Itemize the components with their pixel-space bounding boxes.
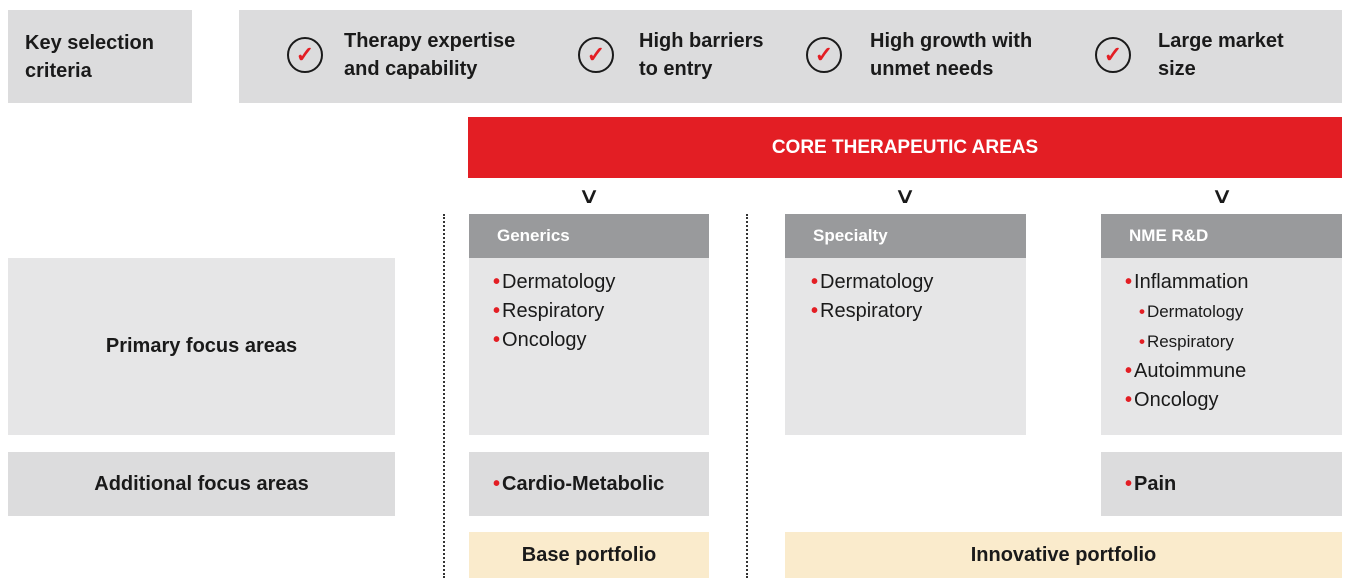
generics-list: •Dermatology •Respiratory •Oncology (493, 268, 709, 355)
criterion-1-line2: and capability (344, 58, 478, 80)
additional-focus-label-box: Additional focus areas (8, 452, 395, 516)
criterion-3: ✓ High growth with unmet needs (806, 27, 1032, 83)
chevron-down-icon: ∨ (893, 183, 917, 208)
key-criteria-label-box: Key selection criteria (8, 10, 192, 103)
key-criteria-label: Key selection criteria (25, 32, 154, 82)
dotted-separator-left (443, 214, 445, 578)
criterion-2-line1: High barriers (639, 30, 764, 52)
criterion-4: ✓ Large market size (1095, 27, 1284, 83)
specialty-title: Specialty (813, 226, 888, 245)
specialty-primary-box: •Dermatology •Respiratory (785, 258, 1026, 435)
criterion-2-line2: to entry (639, 58, 713, 80)
list-item: •Dermatology (493, 271, 616, 293)
criterion-1-line1: Therapy expertise (344, 30, 516, 52)
list-item: •Inflammation (1125, 271, 1249, 293)
criterion-2: ✓ High barriers to entry (578, 27, 763, 83)
specialty-list: •Dermatology •Respiratory (811, 268, 1026, 326)
core-title: CORE THERAPEUTIC AREAS (771, 136, 1039, 158)
nme-additional-item: Pain (1134, 472, 1177, 495)
innovative-portfolio-box: Innovative portfolio (785, 532, 1342, 578)
chevron-down-icon: ∨ (577, 183, 601, 208)
list-item: •Autoimmune (1125, 360, 1247, 382)
generics-additional-box: •Cardio-Metabolic (469, 452, 709, 516)
nme-title: NME R&D (1129, 226, 1209, 245)
nme-list: •Inflammation •Dermatology •Respiratory … (1125, 268, 1342, 415)
innovative-portfolio-label: Innovative portfolio (970, 543, 1157, 566)
generics-primary-box: •Dermatology •Respiratory •Oncology (469, 258, 709, 435)
list-item: •Dermatology (811, 271, 934, 293)
chevron-down-icon: ∨ (1210, 183, 1234, 208)
generics-header: Generics (469, 214, 709, 258)
nme-primary-box: •Inflammation •Dermatology •Respiratory … (1101, 258, 1342, 435)
base-portfolio-label: Base portfolio (521, 543, 657, 566)
primary-focus-label: Primary focus areas (105, 335, 298, 357)
criteria-bar (239, 10, 1342, 103)
core-therapeutic-areas-bar: CORE THERAPEUTIC AREAS (468, 117, 1342, 178)
additional-focus-label: Additional focus areas (94, 472, 309, 495)
specialty-header: Specialty (785, 214, 1026, 258)
generics-additional-item: Cardio-Metabolic (502, 472, 665, 495)
generics-title: Generics (497, 226, 570, 245)
primary-focus-label-box: Primary focus areas (8, 258, 395, 435)
criterion-4-line1: Large market (1158, 30, 1284, 52)
check-circle-icon: ✓ (578, 37, 614, 73)
base-portfolio-box: Base portfolio (469, 532, 709, 578)
list-item: •Oncology (1125, 389, 1219, 411)
dotted-separator-middle (746, 214, 748, 578)
criterion-4-line2: size (1158, 58, 1196, 80)
criterion-3-line1: High growth with (870, 30, 1033, 52)
check-circle-icon: ✓ (287, 37, 323, 73)
list-item: •Respiratory (493, 300, 605, 322)
criterion-3-line2: unmet needs (870, 58, 994, 80)
list-item: •Respiratory (811, 300, 923, 322)
check-circle-icon: ✓ (1095, 37, 1131, 73)
list-item: •Oncology (493, 329, 587, 351)
list-item: •Respiratory (1139, 332, 1234, 351)
nme-additional-box: •Pain (1101, 452, 1342, 516)
list-item: •Dermatology (1139, 302, 1244, 321)
criterion-1: ✓ Therapy expertise and capability (287, 27, 515, 83)
check-circle-icon: ✓ (806, 37, 842, 73)
nme-header: NME R&D (1101, 214, 1342, 258)
